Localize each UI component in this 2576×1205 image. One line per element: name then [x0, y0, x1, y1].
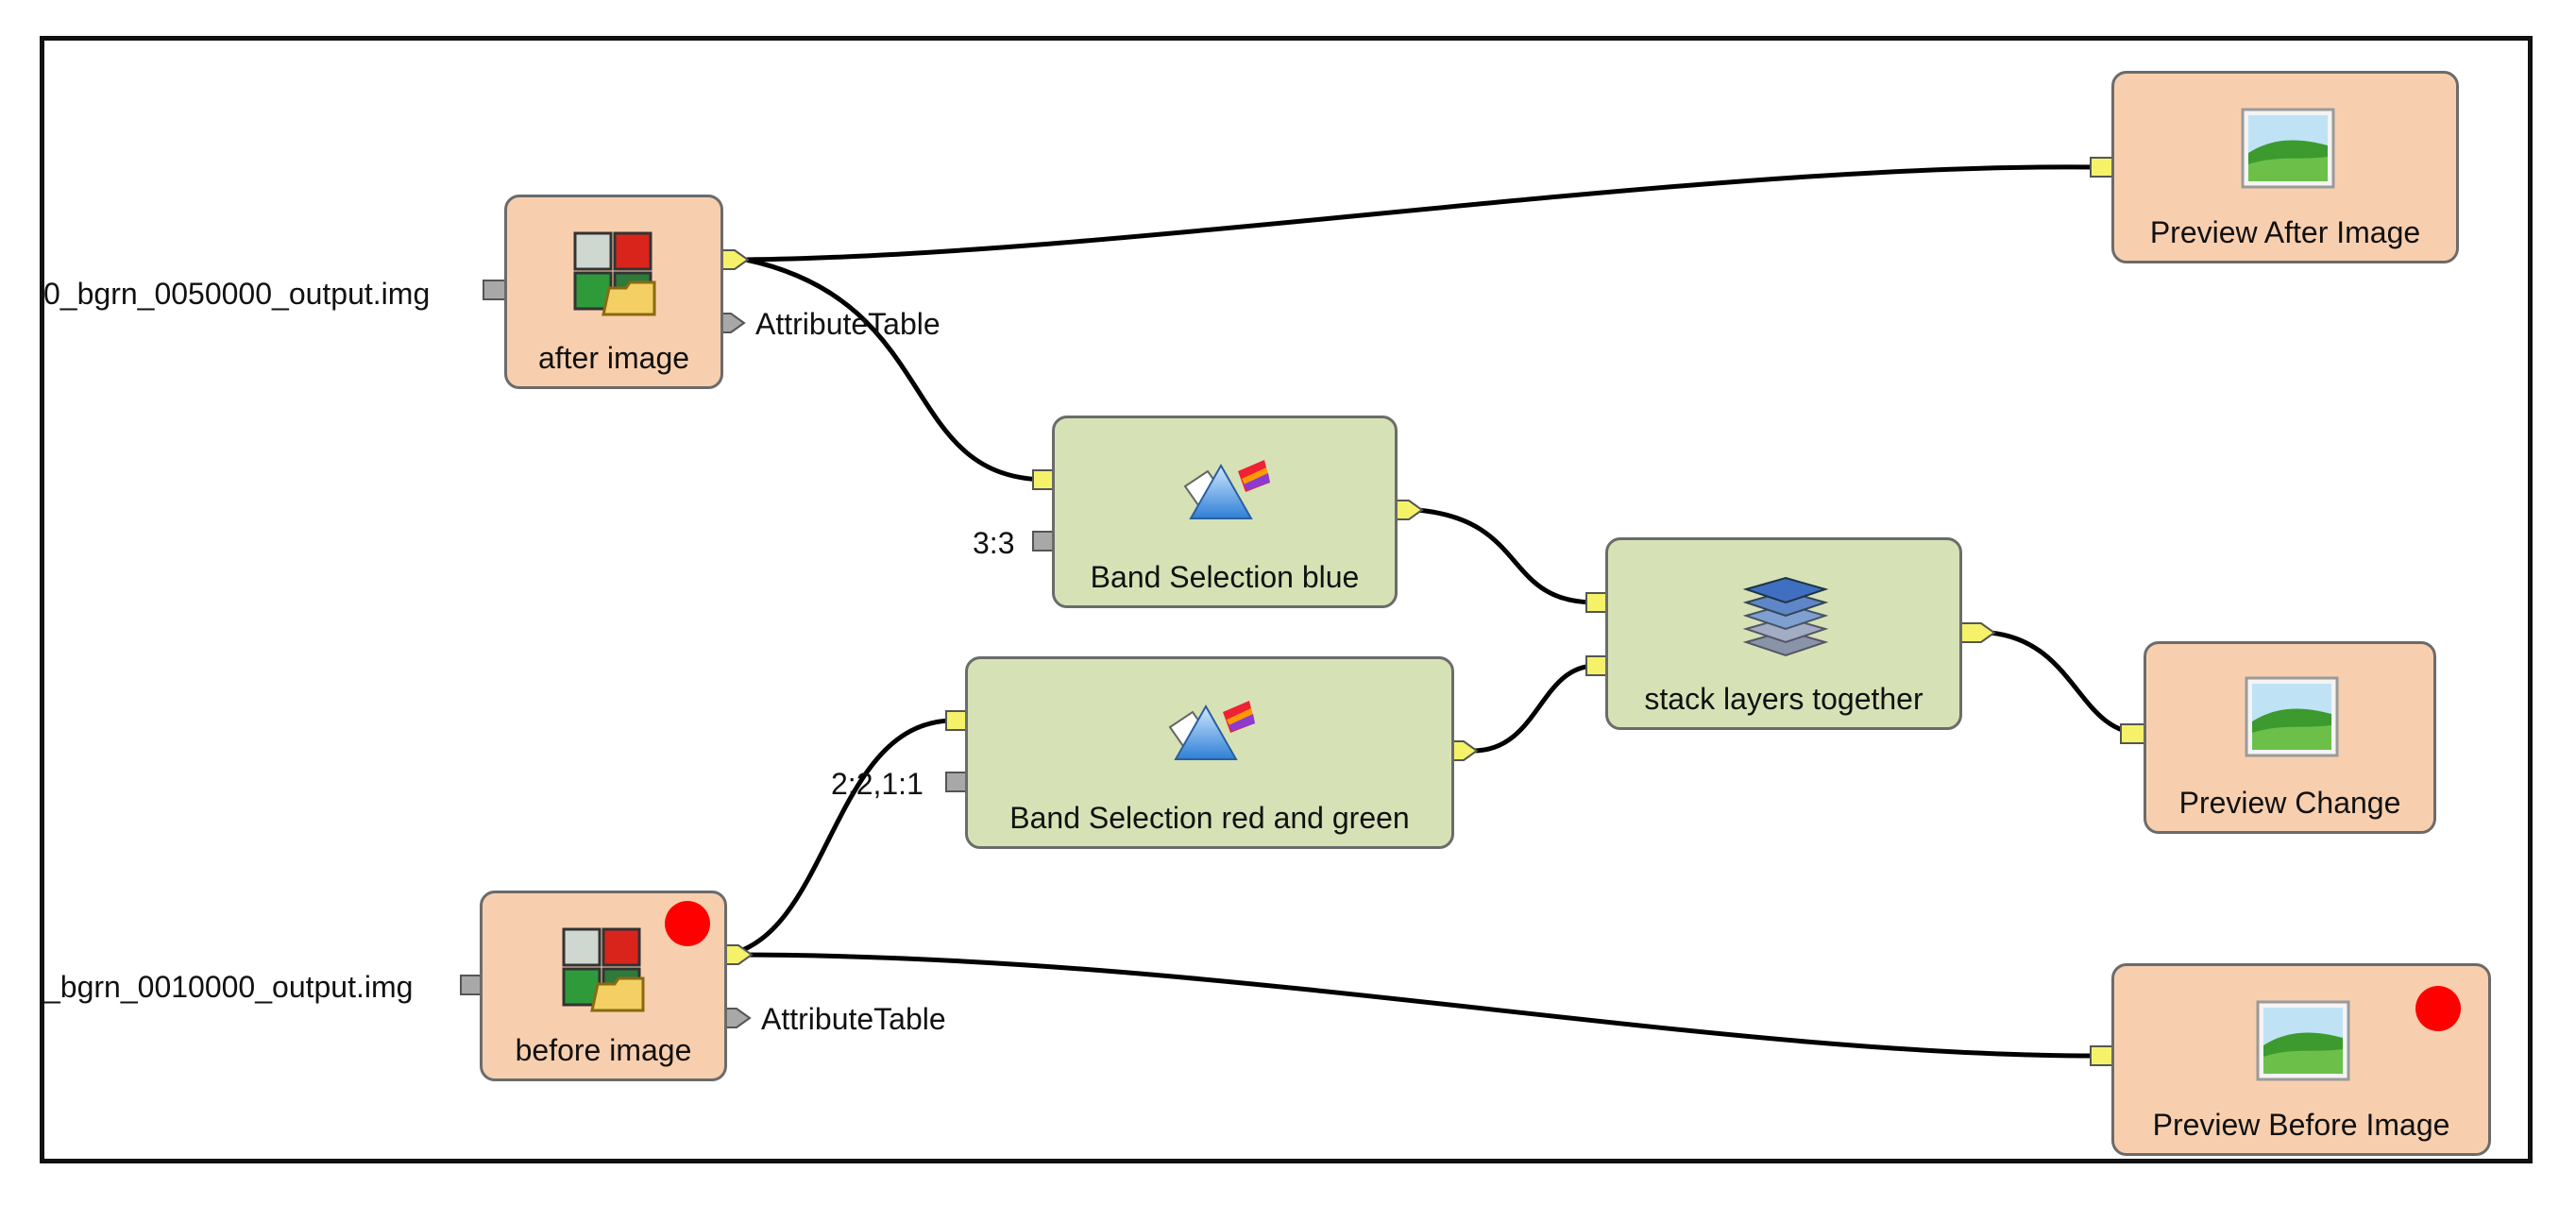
prism-icon	[1183, 460, 1270, 519]
wire-band-blue-to-stack[interactable]	[1415, 507, 1597, 605]
node-preview-change[interactable]: Preview Change	[2144, 641, 2436, 834]
node-label: before image	[515, 1033, 692, 1067]
node-label: Preview Before Image	[2152, 1108, 2450, 1142]
after-attribute-table-label: AttributeTable	[755, 307, 941, 341]
node-label: Band Selection blue	[1090, 560, 1360, 594]
node-preview-after-image[interactable]: Preview After Image	[2111, 71, 2459, 263]
band-blue-bands-label: 3:3	[973, 526, 1015, 560]
wire-band-rg-to-stack[interactable]	[1472, 663, 1597, 754]
node-after-image[interactable]: after image	[504, 195, 723, 389]
before-input-filename: _bgrn_0010000_output.img	[43, 970, 414, 1004]
band-rg-bands-label: 2:2,1:1	[831, 767, 924, 801]
landscape-preview-icon	[2245, 676, 2339, 757]
node-label: Band Selection red and green	[1009, 801, 1410, 835]
wire-before-to-preview-before[interactable]	[726, 952, 2099, 1059]
raster-input-icon	[562, 927, 645, 1012]
raster-input-icon	[573, 231, 656, 316]
node-label: after image	[537, 341, 690, 375]
wire-after-to-preview-after[interactable]	[745, 164, 2099, 263]
node-label: stack layers together	[1644, 682, 1924, 716]
before-attribute-table-label: AttributeTable	[761, 1002, 946, 1036]
node-label: Preview After Image	[2149, 215, 2421, 249]
wire-before-to-band-rg[interactable]	[726, 718, 955, 958]
node-label: Preview Change	[2178, 786, 2401, 820]
status-dot	[2415, 986, 2461, 1031]
layers-stack-icon	[1742, 576, 1829, 657]
status-dot	[665, 901, 710, 946]
after-input-filename: 0_bgrn_0050000_output.img	[43, 277, 431, 311]
node-stack-layers[interactable]: stack layers together	[1605, 537, 1962, 730]
landscape-preview-icon	[2241, 108, 2335, 189]
node-band-selection-blue[interactable]: Band Selection blue	[1052, 416, 1398, 608]
prism-icon	[1168, 701, 1255, 760]
wire-after-to-band-blue[interactable]	[745, 257, 1049, 483]
landscape-preview-icon	[2256, 1000, 2350, 1081]
wire-stack-to-preview-change[interactable]	[1990, 630, 2144, 737]
node-band-selection-red-green[interactable]: Band Selection red and green	[965, 656, 1454, 849]
